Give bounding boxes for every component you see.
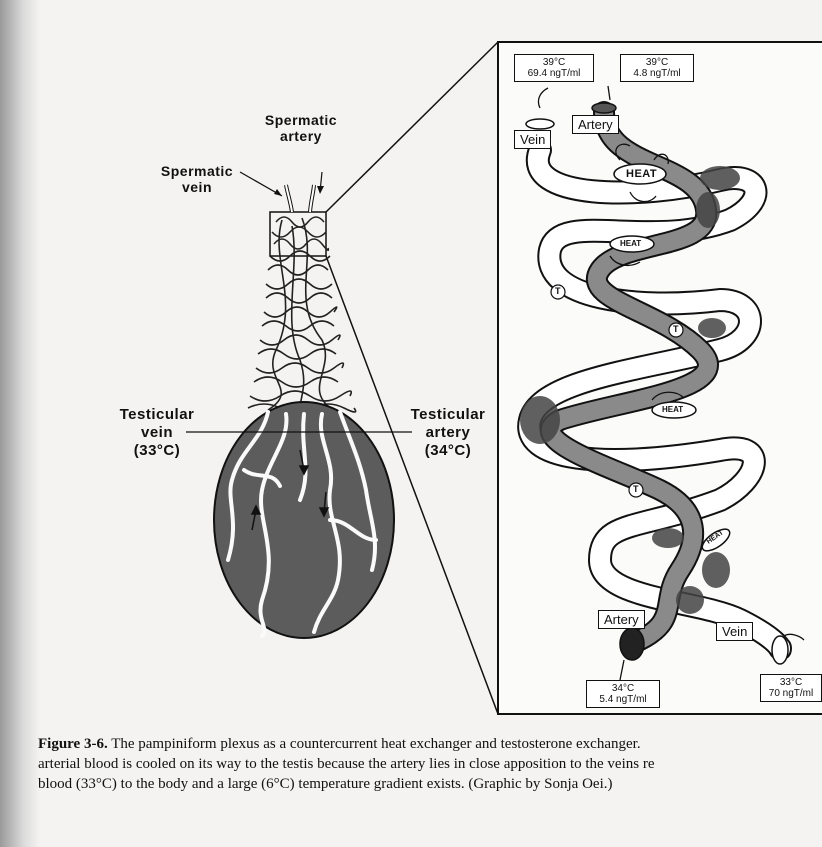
label-testicular-vein: Testicular vein (33°C)	[108, 406, 206, 460]
t-label-2: T	[673, 324, 679, 334]
heat-label-3: HEAT	[662, 405, 683, 414]
reading-top-vein: 39°C 69.4 ngT/ml	[514, 54, 594, 82]
reading-bottom-artery-conc: 5.4 ngT/ml	[591, 694, 655, 705]
figure-illustration	[0, 0, 822, 730]
top-vein-opening	[526, 119, 554, 129]
label-testicular-artery: Testicular artery (34°C)	[398, 406, 498, 460]
caption-line-2: arterial blood is cooled on its way to t…	[38, 754, 822, 774]
tag-artery-bottom: Artery	[598, 610, 645, 629]
label-testicular-vein-line1: Testicular	[108, 406, 206, 424]
label-spermatic-artery: Spermatic artery	[254, 112, 348, 144]
reading-bottom-artery-temp: 34°C	[591, 683, 655, 694]
reading-bottom-vein: 33°C 70 ngT/ml	[760, 674, 822, 702]
caption-line-1: Figure 3-6. The pampiniform plexus as a …	[38, 734, 822, 754]
reading-top-artery-temp: 39°C	[625, 57, 689, 68]
pampiniform-plexus	[248, 217, 356, 414]
label-spermatic-vein-line2: vein	[150, 179, 244, 195]
t-label-3: T	[633, 484, 639, 494]
label-testicular-vein-temp: (33°C)	[108, 442, 206, 460]
reading-top-vein-temp: 39°C	[519, 57, 589, 68]
label-spermatic-vein: Spermatic vein	[150, 163, 244, 195]
reading-bottom-vein-conc: 70 ngT/ml	[765, 688, 817, 699]
heat-label-2: HEAT	[620, 239, 641, 248]
reading-top-artery: 39°C 4.8 ngT/ml	[620, 54, 694, 82]
top-artery-opening	[592, 103, 616, 113]
t-label-1: T	[555, 286, 561, 296]
magnifier-line-top	[326, 42, 498, 212]
reading-bottom-artery: 34°C 5.4 ngT/ml	[586, 680, 660, 708]
label-testicular-vein-line2: vein	[108, 424, 206, 442]
heat-label-1: HEAT	[626, 168, 657, 180]
label-spermatic-artery-line1: Spermatic	[254, 112, 348, 128]
tag-vein-bottom: Vein	[716, 622, 753, 641]
figure-caption: Figure 3-6. The pampiniform plexus as a …	[38, 734, 822, 794]
bottom-vein-opening	[772, 636, 788, 664]
tag-vein-top: Vein	[514, 130, 551, 149]
bottom-artery-opening	[620, 628, 644, 660]
caption-line-3: blood (33°C) to the body and a large (6°…	[38, 774, 822, 794]
label-testicular-artery-line2: artery	[398, 424, 498, 442]
tag-artery-top: Artery	[572, 115, 619, 134]
figure-number: Figure 3-6.	[38, 736, 108, 752]
reading-top-artery-conc: 4.8 ngT/ml	[625, 68, 689, 79]
label-testicular-artery-temp: (34°C)	[398, 442, 498, 460]
label-spermatic-vein-line1: Spermatic	[150, 163, 244, 179]
reading-top-vein-conc: 69.4 ngT/ml	[519, 68, 589, 79]
label-spermatic-artery-line2: artery	[254, 128, 348, 144]
label-testicular-artery-line1: Testicular	[398, 406, 498, 424]
reading-bottom-vein-temp: 33°C	[765, 677, 817, 688]
caption-text-1: The pampiniform plexus as a countercurre…	[111, 736, 640, 752]
